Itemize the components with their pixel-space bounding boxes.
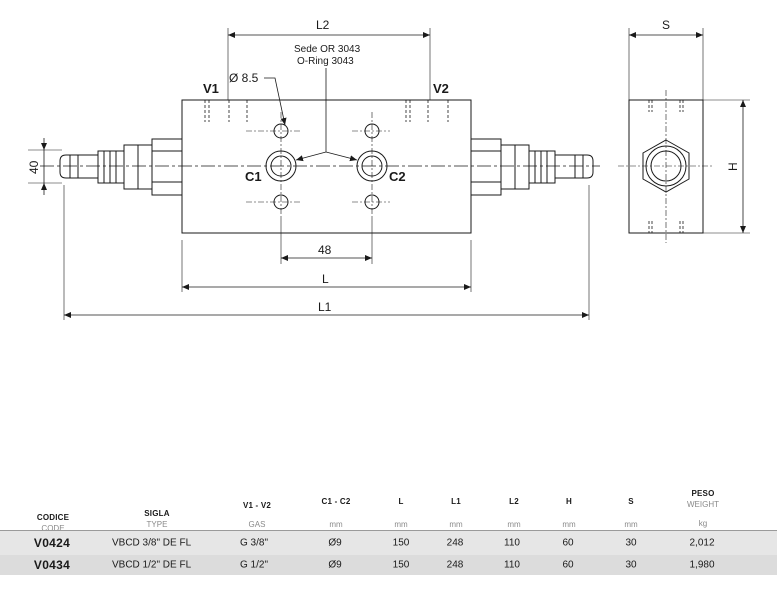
- cell-code: V0434: [33, 558, 71, 572]
- table-row: V0424 VBCD 3/8" DE FL G 3/8" Ø9 150 248 …: [0, 530, 777, 555]
- port-c1-label: C1: [245, 169, 262, 184]
- table-header: CODICE CODE SIGLA TYPE V1 - V2 GAS C1 - …: [0, 480, 777, 533]
- cell-weight: 1,980: [689, 559, 715, 571]
- cell-type: VBCD 3/8" DE FL: [112, 537, 192, 549]
- header-h: H mm: [562, 497, 576, 529]
- oring-note-line2: O-Ring 3043: [297, 56, 354, 67]
- header-l2: L2 mm: [507, 497, 521, 529]
- cell-c1-c2: Ø9: [328, 537, 342, 549]
- oring-note-line1: Sede OR 3043: [294, 44, 361, 55]
- side-view: [618, 28, 750, 243]
- cell-h: 60: [562, 559, 574, 571]
- cell-l1: 248: [446, 537, 464, 549]
- header-peso: PESO WEIGHT kg: [687, 489, 719, 528]
- cell-code: V0424: [33, 536, 71, 550]
- cell-l2: 110: [504, 537, 520, 549]
- dim-h-label: H: [726, 162, 740, 171]
- dim-s-label: S: [662, 18, 670, 32]
- port-v2-label: V2: [433, 81, 449, 96]
- cell-s: 30: [625, 537, 637, 549]
- cell-h: 60: [562, 537, 574, 549]
- dim-l1-label: L1: [318, 300, 332, 314]
- dim-l-label: L: [322, 272, 329, 286]
- cell-type: VBCD 1/2" DE FL: [112, 559, 192, 571]
- cell-l: 150: [392, 559, 410, 571]
- port-v1-label: V1: [203, 81, 219, 96]
- header-c1-c2: C1 - C2 mm: [321, 497, 351, 529]
- dim-l2-label: L2: [316, 18, 330, 32]
- left-cartridge: [59, 138, 183, 196]
- technical-drawing: L2 S H 40 48 L L1 Ø 8.5 V1 V2 C1 C2 Sede…: [27, 18, 750, 320]
- header-s: S mm: [624, 497, 638, 529]
- dim-40-label: 40: [27, 160, 41, 174]
- cell-s: 30: [625, 559, 637, 571]
- table-row: V0434 VBCD 1/2" DE FL G 1/2" Ø9 150 248 …: [0, 555, 777, 575]
- header-l: L mm: [394, 497, 408, 529]
- valve-body: [181, 99, 472, 234]
- header-l1: L1 mm: [449, 497, 463, 529]
- cell-gas: G 1/2": [240, 559, 269, 571]
- cell-l1: 248: [446, 559, 464, 571]
- dim-48-label: 48: [318, 243, 332, 257]
- header-v1-v2: V1 - V2 GAS: [242, 501, 272, 529]
- port-c2-label: C2: [389, 169, 406, 184]
- spec-table: CODICE CODE SIGLA TYPE V1 - V2 GAS C1 - …: [0, 480, 777, 575]
- cell-l2: 110: [504, 559, 520, 571]
- header-codice: CODICE CODE: [36, 513, 70, 533]
- dim-diameter-label: Ø 8.5: [229, 71, 259, 85]
- cell-l: 150: [392, 537, 410, 549]
- header-sigla: SIGLA TYPE: [144, 509, 170, 529]
- cell-c1-c2: Ø9: [328, 559, 342, 571]
- right-cartridge: [470, 138, 594, 196]
- cell-weight: 2,012: [689, 537, 715, 549]
- front-view: [28, 28, 600, 320]
- cell-gas: G 3/8": [240, 537, 269, 549]
